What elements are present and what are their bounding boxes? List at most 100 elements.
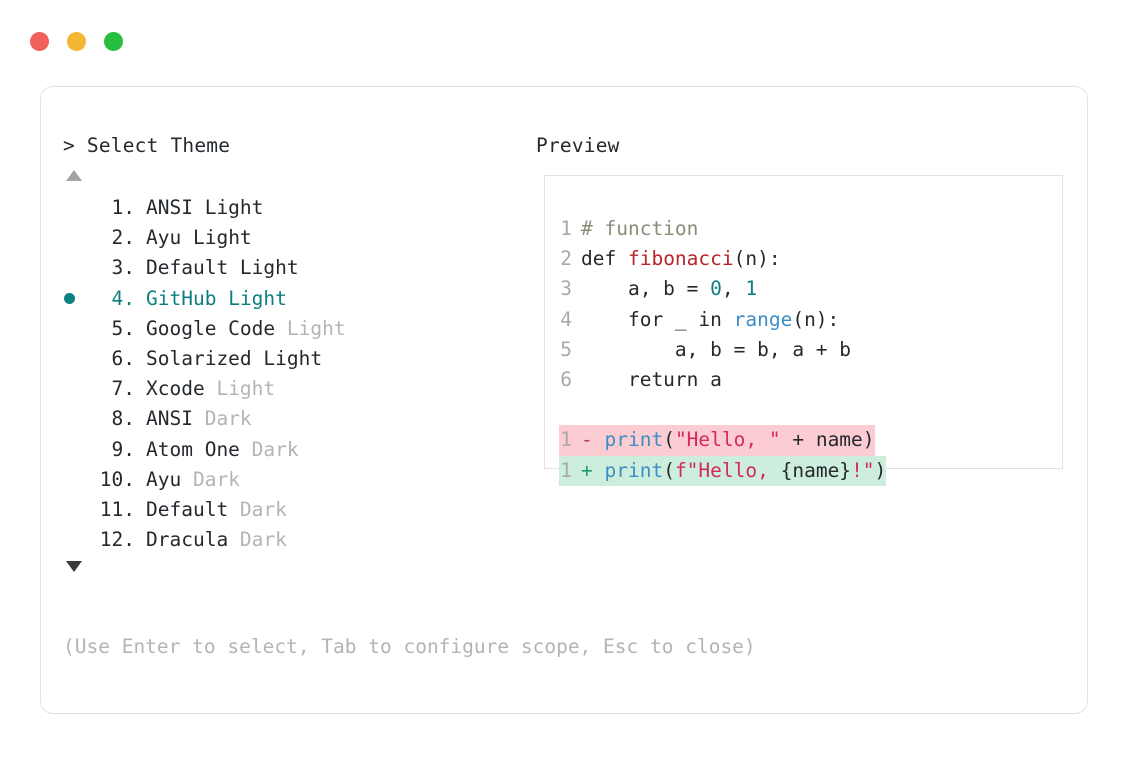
code-token: f"Hello, [674, 458, 781, 482]
theme-item-variant: Dark [239, 528, 287, 552]
theme-item-name: Ayu Light [146, 226, 252, 250]
code-token: + name) [780, 428, 875, 452]
selection-indicator-cell [63, 465, 89, 495]
code-line-content: for _ in range(n): [581, 308, 839, 331]
theme-item-name: ANSI Light [146, 196, 264, 219]
code-line: 3 a, b = 0, 1 [559, 274, 886, 304]
minimize-window-button[interactable] [67, 32, 86, 51]
theme-item-name: Solarized Light [146, 346, 323, 370]
theme-selector-column: > Select Theme 1. ANSI Light 2. Ayu Light 3.… [63, 133, 533, 573]
theme-item-variant: Light [204, 196, 264, 219]
theme-item-name: Google Code Light [146, 316, 346, 340]
theme-item-number: 9. [111, 437, 135, 461]
selection-indicator-cell [63, 253, 89, 283]
code-line-content: def fibonacci(n): [581, 247, 781, 270]
theme-list-item[interactable]: 11.Default Dark [63, 495, 533, 525]
theme-list-item[interactable]: 12.Dracula Dark [63, 525, 533, 555]
selected-bullet-icon [64, 293, 75, 305]
code-token: return a [581, 367, 722, 391]
theme-item-number: 2. [111, 226, 135, 250]
theme-picker-card: > Select Theme 1. ANSI Light 2. Ayu Light 3.… [40, 86, 1088, 714]
theme-list-item[interactable]: 4. GitHub Light [63, 284, 533, 314]
theme-item-number: 4. [111, 286, 135, 310]
theme-item-name: ANSI Dark [146, 407, 252, 431]
code-token: print [604, 458, 664, 482]
theme-item-name: Xcode Light [146, 377, 276, 401]
code-token: # function [581, 217, 699, 240]
code-token: 0 [710, 277, 722, 301]
theme-selector-title: > Select Theme [63, 133, 533, 159]
code-token: range [733, 307, 793, 331]
theme-item-variant: Light [192, 226, 252, 250]
theme-item-number: 10. [99, 467, 135, 491]
code-line: 1# function [559, 214, 886, 244]
scroll-up-icon[interactable] [66, 170, 82, 181]
line-number: 6 [560, 367, 572, 391]
theme-list-item[interactable]: 3. Default Light [63, 253, 533, 283]
selection-indicator-cell [63, 223, 89, 253]
theme-list-item[interactable]: 5. Google Code Light [63, 314, 533, 344]
theme-selector-title-text: Select Theme [86, 134, 231, 157]
diff-line-content: print("Hello, " + name) [604, 428, 874, 451]
code-token: fibonacci [627, 247, 734, 271]
theme-item-number: 3. [111, 256, 135, 280]
theme-item-name: Ayu Dark [146, 467, 240, 491]
theme-item-name: Default Light [146, 256, 299, 280]
theme-item-number: 1. [111, 196, 135, 219]
theme-item-number: 11. [99, 497, 135, 521]
theme-list-item[interactable]: 7.Xcode Light [63, 374, 533, 404]
theme-list-item[interactable]: 2. Ayu Light [63, 223, 533, 253]
diff-line-content: print(f"Hello, {name}!") [604, 459, 886, 482]
code-line-content: a, b = b, a + b [581, 338, 851, 361]
code-token: (n): [733, 247, 781, 271]
code-token: a, b = [581, 277, 711, 301]
close-window-button[interactable] [30, 32, 49, 51]
theme-item-variant: Light [286, 316, 346, 340]
line-number: 3 [560, 277, 572, 301]
code-token: "Hello, " [674, 428, 781, 452]
prompt-caret-icon: > [63, 134, 75, 157]
selection-indicator-cell [63, 314, 89, 344]
picker-columns: > Select Theme 1. ANSI Light 2. Ayu Light 3.… [41, 87, 1087, 713]
selection-indicator-cell [63, 284, 89, 314]
code-token: , [721, 277, 746, 301]
code-token: ) [874, 458, 887, 482]
code-token: def [581, 247, 628, 271]
code-line-content: a, b = 0, 1 [581, 277, 757, 300]
diff-line-del: 1- print("Hello, " + name) [559, 425, 875, 456]
theme-item-number: 8. [111, 407, 135, 431]
theme-list-item[interactable]: 10. Ayu Dark [63, 465, 533, 495]
theme-item-variant: Dark [192, 467, 240, 491]
theme-list[interactable]: 1. ANSI Light 2. Ayu Light 3. Default Light 4.… [63, 193, 533, 555]
code-token: print [604, 428, 664, 452]
diff-sign: - [581, 428, 605, 452]
code-line: 6 return a [559, 365, 886, 395]
line-number: 2 [560, 247, 572, 271]
theme-list-item[interactable]: 9.Atom One Dark [63, 435, 533, 465]
selection-indicator-cell [63, 404, 89, 434]
code-token: {name} [780, 458, 852, 482]
theme-item-variant: Dark [239, 497, 287, 521]
theme-list-item[interactable]: 6.Solarized Light [63, 344, 533, 374]
theme-item-number: 12. [99, 528, 135, 552]
theme-item-number: 5. [111, 316, 135, 340]
selection-indicator-cell [63, 374, 89, 404]
theme-item-variant: Light [216, 377, 276, 401]
maximize-window-button[interactable] [104, 32, 123, 51]
theme-list-item[interactable]: 1. ANSI Light [63, 193, 533, 223]
code-line-content: return a [581, 368, 722, 391]
theme-list-item[interactable]: 8. ANSI Dark [63, 404, 533, 434]
theme-item-name: GitHub Light [146, 286, 287, 310]
code-token: (n): [792, 307, 840, 331]
code-token: ( [663, 428, 675, 452]
theme-item-variant: Light [239, 256, 299, 280]
code-token: a, b = b, a + b [581, 337, 852, 361]
selection-indicator-cell [63, 525, 89, 555]
code-line: 2 def fibonacci(n): [559, 244, 886, 274]
scroll-down-icon[interactable] [66, 561, 82, 573]
code-token: !" [851, 458, 875, 482]
selection-indicator-cell [63, 344, 89, 374]
theme-item-variant: Dark [251, 437, 299, 461]
line-number: 1 [560, 428, 572, 452]
